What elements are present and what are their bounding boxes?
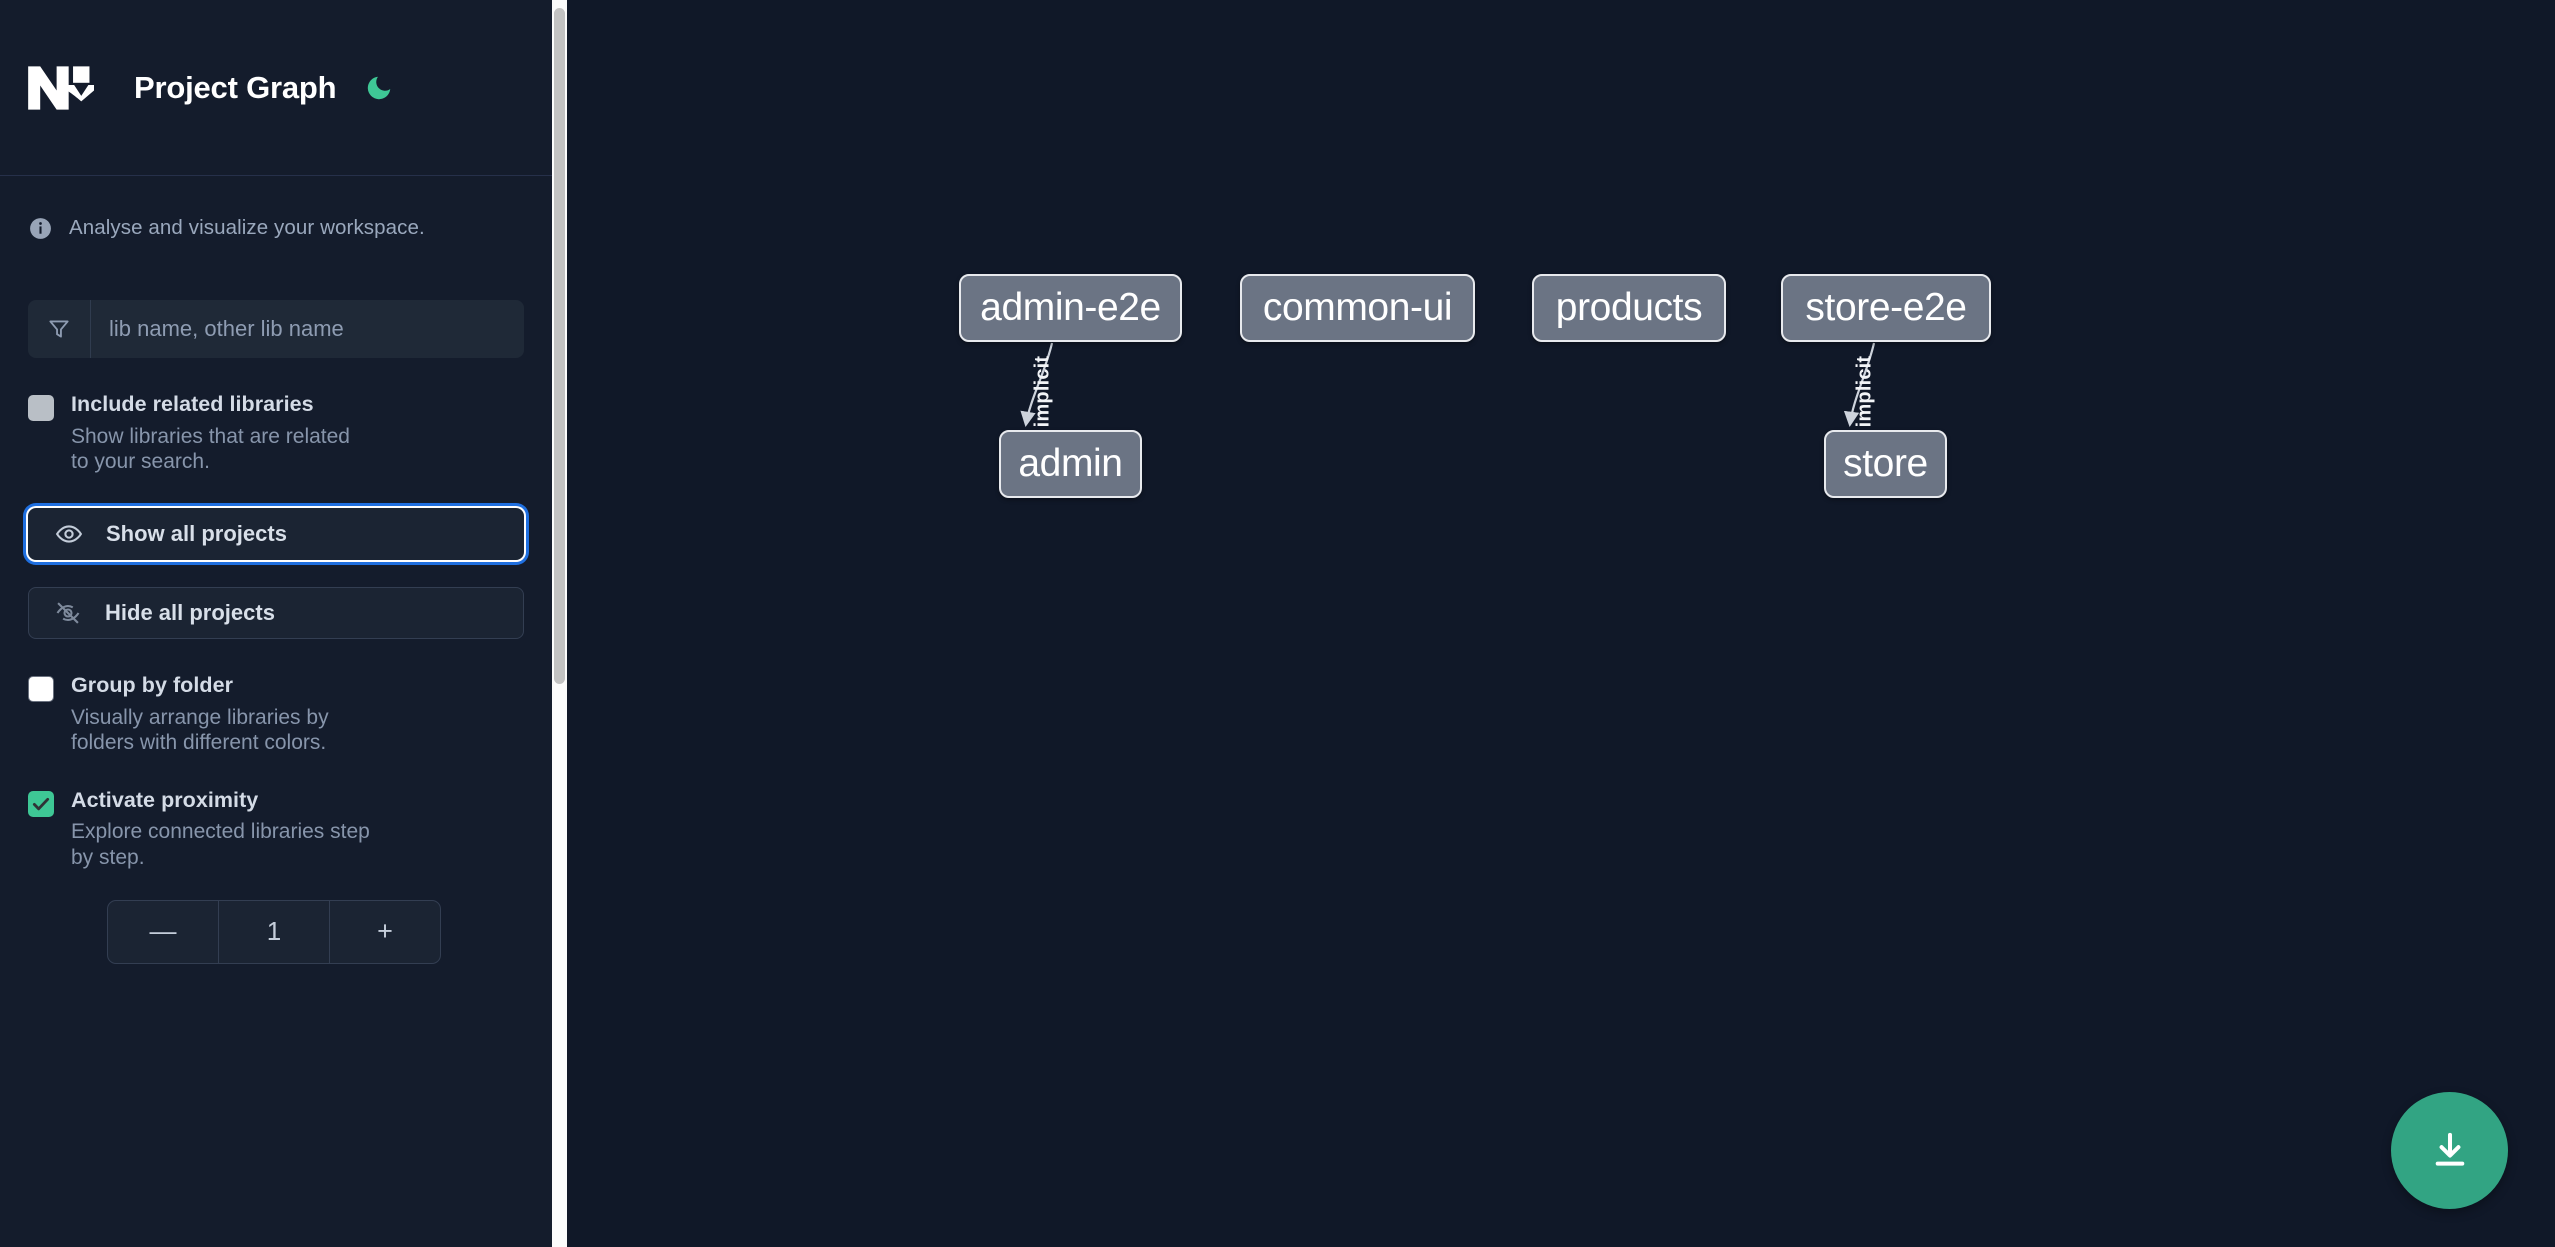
tagline: Analyse and visualize your workspace. <box>28 176 524 280</box>
proximity-stepper: — 1 + <box>107 899 441 964</box>
option-group-by-folder[interactable]: Group by folder Visually arrange librari… <box>28 672 524 755</box>
option-include-related-libraries[interactable]: Include related libraries Show libraries… <box>28 391 524 474</box>
sidebar-header: Project Graph <box>0 0 552 176</box>
graph-node-label: store-e2e <box>1805 286 1967 329</box>
graph-node-admin[interactable]: admin <box>999 430 1142 498</box>
activate-proximity-checkbox[interactable] <box>28 790 54 817</box>
show-all-projects-label: Show all projects <box>106 521 287 547</box>
hide-all-projects-label: Hide all projects <box>105 600 275 626</box>
include-related-libraries-description: Show libraries that are related to your … <box>71 424 350 474</box>
graph-node-label: admin-e2e <box>980 286 1161 329</box>
group-by-folder-description: Visually arrange libraries by folders wi… <box>71 706 329 755</box>
graph-canvas[interactable]: admin-e2e common-ui products store-e2e a… <box>552 0 2555 1247</box>
hide-all-projects-button[interactable]: Hide all projects <box>28 587 524 640</box>
graph-edges <box>1020 342 1876 428</box>
graph-node-label: common-ui <box>1262 286 1453 329</box>
sidebar-body: Analyse and visualize your workspace. In… <box>0 176 552 1247</box>
graph-node-label: products <box>1555 286 1703 329</box>
graph-node-admin-e2e[interactable]: admin-e2e <box>959 274 1182 342</box>
activate-proximity-label: Activate proximity <box>71 787 259 812</box>
group-by-folder-checkbox[interactable] <box>28 676 54 703</box>
download-graph-button[interactable] <box>2391 1092 2508 1209</box>
proximity-increment-button[interactable]: + <box>377 916 393 947</box>
tagline-text: Analyse and visualize your workspace. <box>69 216 425 239</box>
info-icon <box>28 216 53 241</box>
activate-proximity-description: Explore connected libraries step by step… <box>71 820 370 869</box>
graph-node-common-ui[interactable]: common-ui <box>1240 274 1475 342</box>
search-input[interactable] <box>91 300 524 358</box>
graph-node-label: store <box>1843 442 1928 485</box>
download-icon <box>2435 1132 2464 1166</box>
filter-input-wrapper[interactable] <box>28 300 524 358</box>
graph-node-store[interactable]: store <box>1824 430 1947 498</box>
edge-label-admin-e2e-to-admin: implicit <box>1031 355 1054 428</box>
include-related-libraries-label: Include related libraries <box>71 392 314 416</box>
graph-node-label: admin <box>1018 442 1123 485</box>
sidebar: Project Graph Analyse and visualize your… <box>0 0 552 1247</box>
moon-icon[interactable] <box>362 71 396 105</box>
funnel-icon <box>28 300 91 358</box>
page-title: Project Graph <box>134 69 337 105</box>
proximity-decrement-button[interactable]: — <box>149 916 177 947</box>
eye-icon <box>54 519 84 549</box>
edge-admin-e2e-to-admin <box>1020 342 1054 428</box>
eye-off-icon <box>53 598 83 628</box>
graph-node-store-e2e[interactable]: store-e2e <box>1781 274 1991 342</box>
graph-node-products[interactable]: products <box>1532 274 1726 342</box>
option-activate-proximity[interactable]: Activate proximity Explore connected lib… <box>28 787 524 870</box>
sidebar-scrollbar-thumb[interactable] <box>554 8 565 684</box>
proximity-value: 1 <box>218 900 330 963</box>
include-related-libraries-checkbox[interactable] <box>28 395 54 421</box>
edge-store-e2e-to-store <box>1843 342 1876 428</box>
group-by-folder-label: Group by folder <box>71 673 233 698</box>
nx-logo-icon <box>28 62 101 114</box>
show-all-projects-button[interactable]: Show all projects <box>28 508 524 561</box>
edge-label-store-e2e-to-store: implicit <box>1853 355 1876 428</box>
